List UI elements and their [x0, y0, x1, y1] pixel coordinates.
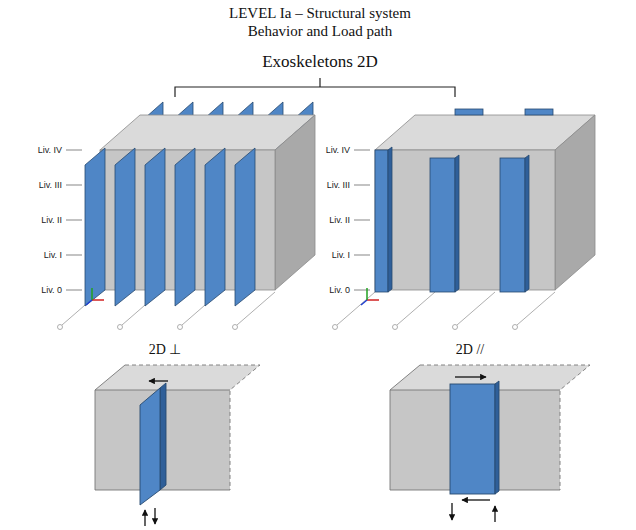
- force-arrows-part: [144, 510, 145, 526]
- ground-grid-part: [393, 325, 398, 330]
- level-label: Liv. 0: [41, 285, 62, 296]
- level-leaders: [354, 150, 370, 290]
- parallel-panel-part: [495, 381, 499, 494]
- parallel-panels-part: [525, 109, 553, 115]
- ground-grid-part: [58, 325, 63, 330]
- building-volume-part: [275, 115, 315, 290]
- perpendicular-fins-part: [175, 148, 195, 306]
- ground-grid-part: [453, 325, 458, 330]
- force-arrows: [145, 381, 168, 526]
- parallel-panels-part: [455, 155, 459, 292]
- figure-title: LEVEL Ia – Structural system Behavior an…: [200, 4, 440, 40]
- group-bracket: [175, 78, 455, 97]
- level-leaders-part: [66, 290, 82, 291]
- axis-triad-part: [366, 288, 368, 300]
- parallel-panels-part: [388, 147, 392, 292]
- ground-grid-part: [118, 325, 123, 330]
- parallel-panels-part: [525, 155, 529, 292]
- axis-triad: [361, 288, 379, 305]
- parallel-panels-part: [455, 109, 483, 115]
- ground-grid-part: [178, 325, 183, 330]
- ground-grid-part: [517, 292, 555, 325]
- force-arrows: [452, 377, 495, 522]
- parallel-panels-part: [430, 158, 455, 292]
- ground-grid: [58, 292, 556, 330]
- perpendicular-fins-part: [145, 148, 165, 306]
- level-label: Liv. II: [41, 215, 62, 226]
- level-leaders-part: [66, 185, 82, 186]
- building-detail-part: [95, 365, 125, 490]
- force-arrows-part: [149, 380, 168, 381]
- building-volume: [375, 115, 595, 290]
- parallel-panels-part: [375, 150, 388, 292]
- axis-triad-part: [92, 299, 104, 301]
- parallel-panel: [450, 381, 499, 494]
- ground-grid-part: [337, 292, 375, 325]
- group-bracket-part: [175, 87, 455, 97]
- perpendicular-fins-part: [205, 148, 225, 306]
- detail-label: 2D ⊥: [149, 342, 182, 358]
- level-label: Liv. I: [332, 250, 350, 261]
- level-label: Liv. 0: [329, 285, 350, 296]
- axis-triad: [86, 288, 104, 305]
- level-leaders-part: [354, 185, 370, 186]
- perpendicular-fins-part: [235, 148, 255, 306]
- ground-grid-part: [513, 325, 518, 330]
- perpendicular-fins-part: [115, 148, 135, 306]
- force-arrows-part: [154, 508, 155, 524]
- perpendicular-fin-part: [160, 383, 166, 490]
- building-detail: [95, 365, 260, 490]
- level-leaders-part: [354, 150, 370, 151]
- level-leaders-part: [66, 255, 82, 256]
- force-arrows-part: [462, 499, 490, 500]
- building-detail-part: [95, 490, 230, 491]
- axis-triad-part: [361, 300, 367, 305]
- ground-grid-part: [333, 325, 338, 330]
- level-leaders: [66, 150, 82, 290]
- group-heading: Exoskeletons 2D: [262, 52, 378, 72]
- axis-triad-part: [86, 300, 92, 305]
- ground-grid-part: [233, 325, 238, 330]
- detail-label: 2D //: [456, 342, 484, 358]
- building-detail-part: [390, 365, 420, 490]
- parallel-panels-part: [500, 158, 525, 292]
- level-label: Liv. I: [44, 250, 62, 261]
- level-label: Liv. II: [329, 215, 350, 226]
- perpendicular-fins-part: [85, 148, 105, 306]
- ground-grid-part: [457, 292, 495, 325]
- level-label: Liv. III: [327, 180, 350, 191]
- axis-triad-part: [367, 299, 379, 301]
- level-leaders-part: [354, 255, 370, 256]
- force-arrows-part: [455, 376, 486, 377]
- building-detail-part: [420, 365, 590, 490]
- building-detail-part: [95, 365, 260, 390]
- level-leaders-part: [354, 220, 370, 221]
- force-arrows-part: [451, 503, 452, 520]
- axis-triad-part: [91, 288, 93, 300]
- level-leaders-part: [66, 220, 82, 221]
- force-arrows-part: [494, 506, 495, 522]
- ground-grid-part: [397, 292, 435, 325]
- perpendicular-fin: [140, 383, 166, 505]
- building-volume-part: [555, 115, 595, 290]
- perpendicular-fins: [85, 148, 255, 306]
- level-label: Liv. III: [39, 180, 62, 191]
- parallel-panels: [375, 109, 553, 292]
- level-label: Liv. IV: [38, 145, 62, 156]
- level-label: Liv. IV: [326, 145, 350, 156]
- level-leaders-part: [66, 150, 82, 151]
- group-bracket-part: [319, 78, 320, 87]
- perpendicular-fin-part: [140, 388, 160, 505]
- parallel-panel-part: [450, 384, 495, 494]
